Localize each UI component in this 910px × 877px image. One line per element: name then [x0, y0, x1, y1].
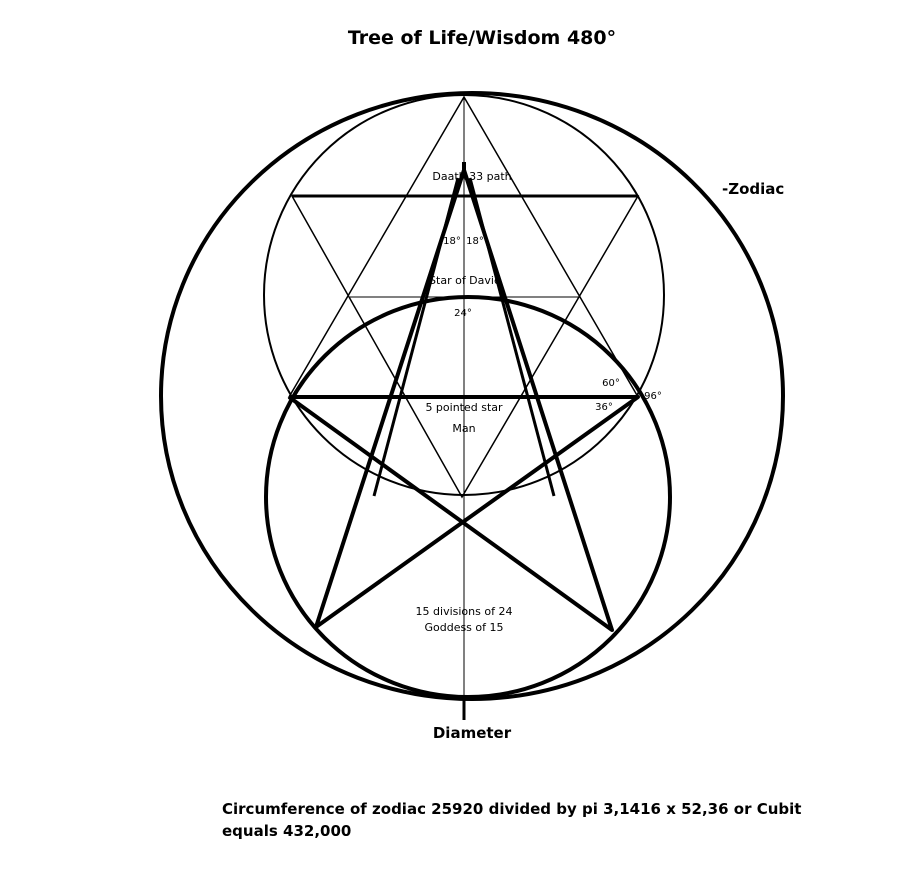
zodiac-label: -Zodiac: [722, 180, 784, 198]
footer-line-2: equals 432,000: [222, 822, 352, 840]
star-of-david-down-triangle: [290, 195, 640, 499]
diagram-title: Tree of Life/Wisdom 480°: [348, 27, 616, 49]
man-label: Man: [452, 422, 475, 435]
diameter-label: Diameter: [433, 724, 512, 742]
pentagram: [287, 168, 640, 632]
footer-caption: Circumference of zodiac 25920 divided by…: [222, 798, 822, 842]
footer-line-1: Circumference of zodiac 25920 divided by…: [222, 800, 802, 818]
angle-24-label: 24°: [454, 308, 472, 319]
angle-60-label: 60°: [602, 378, 620, 389]
pentagram-right-inner-stroke: [468, 177, 556, 497]
pentagram-left-inner-stroke: [372, 177, 460, 497]
divisions-label: 15 divisions of 24: [416, 605, 513, 618]
goddess-label: Goddess of 15: [424, 621, 503, 634]
angle-36-label: 36°: [595, 402, 613, 413]
star-of-david-label: Star of David: [429, 274, 501, 287]
five-pointed-star-label: 5 pointed star: [425, 401, 503, 414]
zodiac-circle: [159, 91, 785, 701]
angle-18-left-label: 18°: [443, 236, 461, 247]
lower-circle: [264, 295, 672, 699]
angle-18-right-label: 18°: [466, 236, 484, 247]
angle-96-label: 96°: [644, 391, 662, 402]
daath-label: Daath 33 path: [432, 170, 511, 183]
